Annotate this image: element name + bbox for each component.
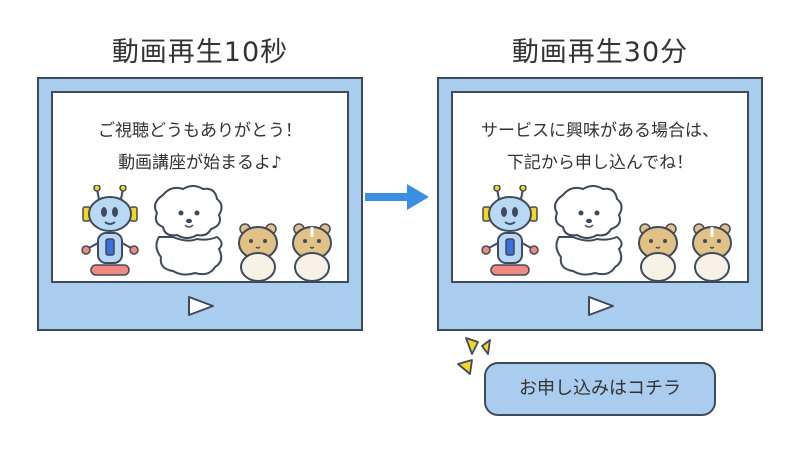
video-screen-right: サービスに興味がある場合は、 下記から申し込んでね！ (451, 91, 749, 283)
hamster-character (692, 223, 732, 281)
video-player-left[interactable]: ご視聴どうもありがとう！ 動画講座が始まるよ♪ (37, 77, 363, 331)
sparkle-icon (457, 337, 491, 375)
characters-illustration-left (81, 185, 332, 281)
right-arrow-icon (365, 184, 429, 210)
hamster-character (292, 223, 332, 281)
robot-character (481, 185, 539, 276)
characters-illustration-right (481, 185, 732, 281)
play-icon[interactable] (586, 295, 616, 317)
dog-character (154, 185, 223, 276)
hamster-character (638, 223, 678, 281)
play-icon[interactable] (186, 295, 216, 317)
caption-left-line2: 動画講座が始まるよ♪ (118, 153, 282, 173)
apply-button[interactable]: お申し込みはコチラ (484, 362, 716, 416)
caption-left: ご視聴どうもありがとう！ 動画講座が始まるよ♪ (53, 115, 347, 179)
right-heading: 動画再生30分 (511, 37, 689, 68)
caption-right: サービスに興味がある場合は、 下記から申し込んでね！ (453, 115, 747, 179)
dog-character (554, 185, 623, 276)
caption-left-line1: ご視聴どうもありがとう！ (98, 121, 302, 141)
video-player-right[interactable]: サービスに興味がある場合は、 下記から申し込んでね！ (437, 77, 763, 331)
hamster-character (238, 223, 278, 281)
caption-right-line2: 下記から申し込んでね！ (506, 153, 694, 173)
video-screen-left: ご視聴どうもありがとう！ 動画講座が始まるよ♪ (51, 91, 349, 283)
caption-right-line1: サービスに興味がある場合は、 (481, 121, 719, 141)
left-heading: 動画再生10秒 (111, 37, 289, 68)
robot-character (81, 185, 139, 276)
